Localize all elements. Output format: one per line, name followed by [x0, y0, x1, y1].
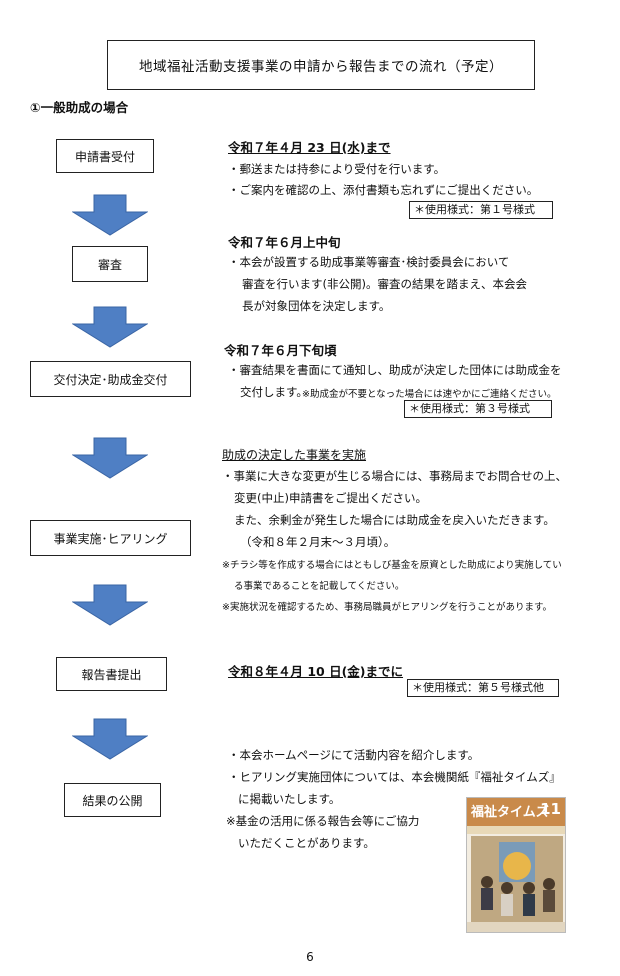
detail-4-note: る事業であることを記載してください。	[234, 581, 405, 592]
detail-3-note: ※助成金が不要となった場合には速やかにご連絡ください。	[302, 389, 557, 400]
step-review: 審査	[72, 246, 148, 282]
flow-arrow-icon	[72, 437, 148, 479]
detail-4-note: ※実施状況を確認するため、事務局職員がヒアリングを行うことがあります。	[222, 602, 553, 613]
magazine-title: 福祉タイムズ	[471, 805, 549, 820]
detail-6-line: に掲載いたします。	[238, 792, 341, 806]
detail-6-line: ※基金の活用に係る報告会等にご協力	[226, 814, 420, 828]
form-note-5: ＊使用様式：第５号様式他	[407, 679, 559, 697]
step-grant-decision: 交付決定･助成金交付	[30, 361, 191, 397]
step-publication: 結果の公開	[64, 783, 161, 817]
detail-2-line: 審査を行います(非公開)。審査の結果を踏まえ、本会会	[242, 277, 527, 291]
detail-1-line: ・ご案内を確認の上、添付書類も忘れずにご提出ください。	[228, 183, 539, 197]
detail-1-heading: 令和７年４月 23 日(水)まで	[228, 140, 391, 155]
form-note-1: ＊使用様式：第１号様式	[409, 201, 553, 219]
detail-4-note: ※チラシ等を作成する場合にはともしび基金を原資とした助成により実施してい	[222, 560, 562, 571]
detail-5-heading: 令和８年４月 10 日(金)までに	[228, 664, 404, 679]
step-report-submission: 報告書提出	[56, 657, 167, 691]
detail-4-heading: 助成の決定した事業を実施	[222, 448, 367, 462]
page-title: 地域福祉活動支援事業の申請から報告までの流れ（予定）	[107, 40, 535, 90]
flow-arrow-icon	[72, 584, 148, 626]
magazine-cover-image: 福祉タイムズ 11	[466, 797, 566, 933]
flow-arrow-icon	[72, 306, 148, 348]
detail-2-heading: 令和７年６月上中旬	[228, 235, 341, 250]
detail-4-line: 変更(中止)申請書をご提出ください。	[234, 491, 427, 505]
magazine-photo	[471, 836, 563, 922]
detail-2-line: ・本会が設置する助成事業等審査･検討委員会において	[228, 255, 510, 269]
step-application: 申請書受付	[56, 139, 154, 173]
page-number: 6	[306, 950, 314, 964]
detail-4-line: ・事業に大きな変更が生じる場合には、事務局までお問合せの上、	[222, 469, 567, 483]
detail-3-line: 交付します。	[240, 385, 308, 399]
detail-1-line: ・郵送または持参により受付を行います。	[228, 162, 446, 176]
detail-6-line: ・ヒアリング実施団体については、本会機関紙『福祉タイムズ』	[228, 770, 561, 784]
magazine-issue-number: 11	[540, 800, 561, 818]
detail-4-line: また、余剰金が発生した場合には助成金を戻入いただきます。	[234, 513, 555, 527]
detail-3-heading: 令和７年６月下旬頃	[224, 343, 337, 358]
detail-2-line: 長が対象団体を決定します。	[242, 299, 391, 313]
flow-arrow-icon	[72, 194, 148, 236]
flow-arrow-icon	[72, 718, 148, 760]
detail-6-line: ・本会ホームページにて活動内容を紹介します。	[228, 748, 480, 762]
detail-4-line: （令和８年２月末～３月頃）。	[240, 535, 396, 549]
detail-3-line: ・審査結果を書面にて通知し、助成が決定した団体には助成金を	[228, 363, 562, 377]
step-implementation: 事業実施･ヒアリング	[30, 520, 191, 556]
form-note-3: ＊使用様式：第３号様式	[404, 400, 552, 418]
section-heading: ①一般助成の場合	[30, 100, 129, 115]
detail-6-line: いただくことがあります。	[238, 836, 375, 850]
